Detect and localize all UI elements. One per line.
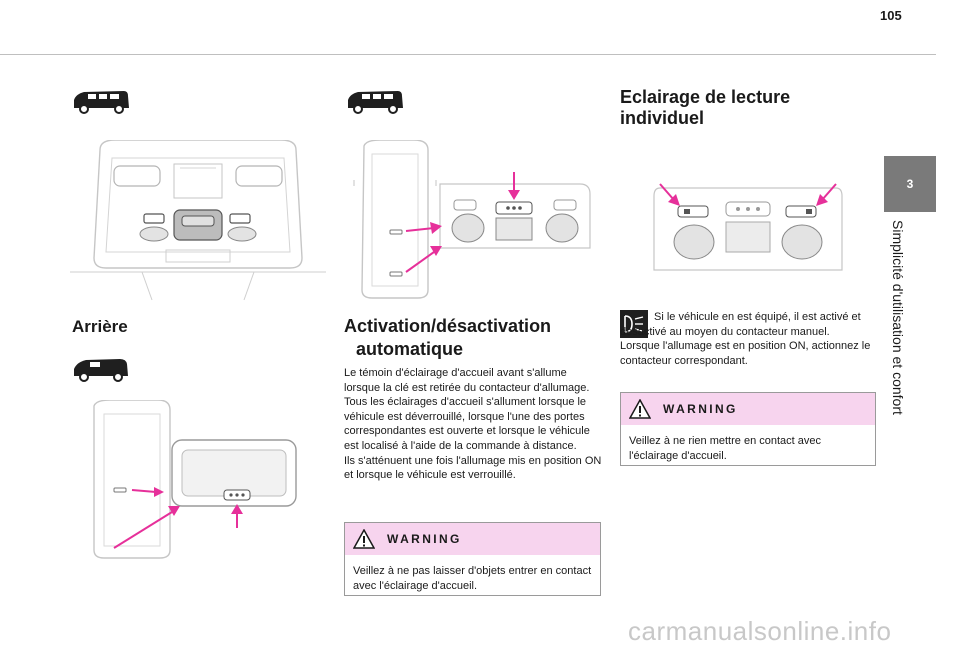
heading-auto-activation-line1: Activation/désactivation: [344, 316, 552, 336]
chapter-tab: 3: [884, 156, 936, 212]
chapter-title: Simplicité d'utilisation et confort: [890, 220, 906, 415]
heading-auto-activation-line2: automatique: [356, 339, 464, 359]
chapter-number: 3: [906, 177, 914, 191]
van-icon: [348, 91, 403, 114]
rear-lighting-illustration: [93, 400, 297, 559]
note-text: Si le véhicule en est équipé, il est act…: [620, 310, 876, 368]
van-icon: [74, 91, 129, 114]
heading-reading-light-line1: Eclairage de lecture: [620, 87, 791, 107]
header-rule: [0, 54, 936, 55]
watermark: carmanualsonline.info: [628, 616, 892, 646]
warning-header: WARNING: [621, 393, 875, 425]
heading-rear: Arrière: [72, 317, 128, 336]
auto-activation-body: Le témoin d'éclairage d'accueil avant s'…: [344, 366, 602, 483]
note-part1: Si le véhicule en est équipé, il est act…: [620, 311, 861, 338]
warning-header: WARNING: [345, 523, 600, 555]
page-number: 105: [880, 8, 902, 23]
warning-text: Veillez à ne pas laisser d'objets entrer…: [353, 565, 592, 592]
body-paragraph: Le témoin d'éclairage d'accueil avant s'…: [344, 367, 590, 394]
note-paragraph-2: Lorsque l'allumage est en position ON, a…: [620, 340, 871, 367]
warning-triangle-icon: [353, 529, 375, 549]
warning-box-middle: WARNING Veillez à ne pas laisser d'objet…: [344, 522, 601, 596]
warning-label: WARNING: [387, 532, 462, 546]
body-paragraph: Ils s'atténuent une fois l'allumage mis …: [344, 454, 602, 482]
warning-text: Veillez à ne rien mettre en contact avec…: [629, 435, 821, 462]
chapter-title-vertical: Simplicité d'utilisation et confort: [880, 220, 940, 452]
reading-light-console-illustration: [653, 183, 843, 271]
van-icon: [74, 359, 128, 382]
warning-triangle-icon: [629, 399, 651, 419]
front-ceiling-console-illustration: [70, 140, 326, 302]
warning-box-right: WARNING Veillez à ne rien mettre en cont…: [620, 392, 876, 466]
body-paragraph: Tous les éclairages d'accueil s'allument…: [344, 396, 590, 452]
note-paragraph-1: Si le véhicule en est équipé, il est act…: [620, 310, 876, 339]
light-switch-icon: [620, 310, 648, 338]
warning-label: WARNING: [663, 402, 738, 416]
vehicle-top-view-illustration: [353, 140, 591, 299]
heading-reading-light-line2: individuel: [620, 108, 705, 128]
